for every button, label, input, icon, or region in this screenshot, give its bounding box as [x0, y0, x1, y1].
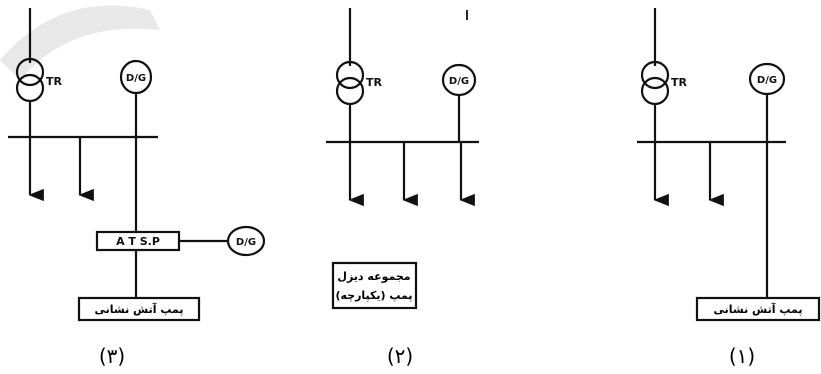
- transformer-label: TR: [671, 76, 688, 89]
- watermark: [0, 5, 160, 80]
- diagram-3: TR D/G A T S.P D/G پمپ آتش نشانی (۳): [8, 8, 266, 368]
- generator-label: D/G: [449, 76, 469, 87]
- generator-label: D/G: [236, 237, 256, 248]
- fire-pump-label: پمپ آتش نشانی: [714, 302, 803, 316]
- generator-label: D/G: [757, 75, 777, 86]
- transformer-label: TR: [46, 75, 63, 88]
- diagram-2: TR D/G مجموعه دیزل پمپ (یکپارچه) (۲): [326, 8, 479, 368]
- diesel-pump-box: [331, 261, 418, 310]
- generator-label: D/G: [126, 73, 146, 84]
- diesel-pump-label-line1: مجموعه دیزل: [337, 270, 410, 283]
- diagram-number: (۳): [99, 344, 125, 368]
- diagram-number: (۲): [387, 344, 413, 368]
- generator-symbol: [226, 225, 266, 257]
- fire-pump-box: [695, 296, 821, 322]
- diagram-1: TR D/G پمپ آتش نشانی (۱): [637, 8, 821, 368]
- transformer-label: TR: [366, 76, 383, 89]
- diagram-number: (۱): [729, 344, 755, 368]
- ats-panel-label: A T S.P: [116, 235, 160, 248]
- fire-pump-label: پمپ آتش نشانی: [95, 302, 184, 316]
- fire-pump-box: [77, 296, 201, 322]
- transformer-symbol: [335, 60, 365, 106]
- diesel-pump-label-line2: پمپ (یکپارچه): [335, 289, 412, 302]
- transformer-symbol: [640, 60, 670, 106]
